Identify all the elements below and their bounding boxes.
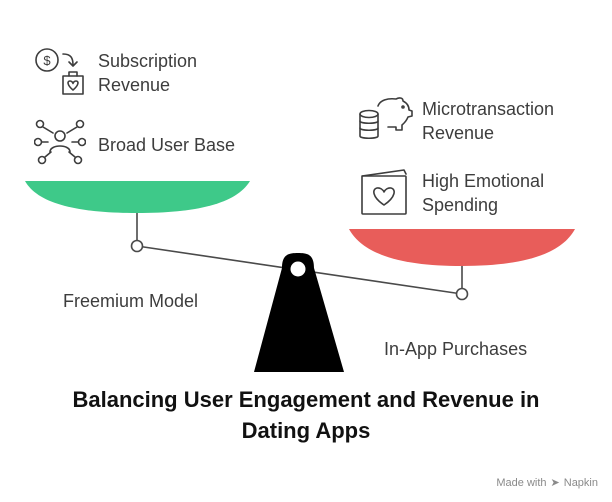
- broad-user-base-label: Broad User Base: [98, 135, 236, 155]
- svg-text:$: $: [43, 53, 51, 68]
- napkin-logo-icon: ➤: [550, 477, 560, 489]
- fulcrum-pivot: [290, 261, 306, 277]
- high-emotional-spending-label: High Emotional Spending: [422, 171, 545, 215]
- user-network-icon: [34, 119, 86, 165]
- dollar-exchange-icon: $: [35, 48, 84, 95]
- left-pan: [25, 181, 250, 213]
- napkin-watermark: Made with ➤ Napkin: [496, 476, 598, 490]
- fulcrum-stand: [254, 253, 344, 372]
- in-app-purchases-label: In-App Purchases: [384, 339, 528, 359]
- right-beam-knob: [455, 287, 469, 301]
- heart-card-icon: [361, 169, 407, 215]
- left-beam-knob: [130, 239, 144, 253]
- subscription-revenue-label: Subscription Revenue: [98, 51, 198, 95]
- diagram-title: Balancing User Engagement and Revenue in…: [72, 387, 540, 443]
- microtransaction-revenue-label: Microtransaction Revenue: [422, 99, 555, 143]
- freemium-model-label: Freemium Model: [63, 291, 199, 311]
- piggy-bank-coins-icon: [359, 97, 413, 140]
- right-pan: [349, 229, 575, 266]
